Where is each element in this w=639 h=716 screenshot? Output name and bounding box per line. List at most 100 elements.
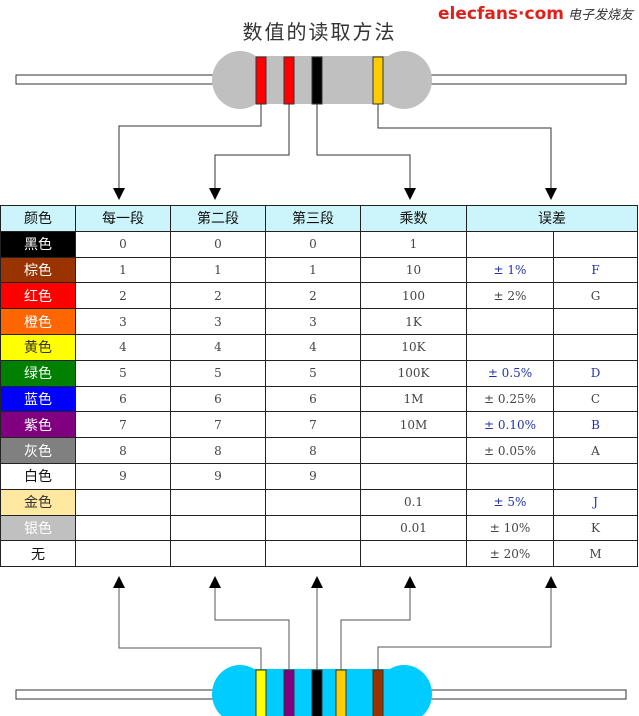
tolerance-cell: ± 2%: [466, 282, 554, 310]
digit3-cell: 3: [265, 308, 361, 335]
digit1-cell: 1: [75, 256, 171, 284]
multiplier-cell: 1M: [360, 385, 467, 413]
tolerance-code-cell: [553, 230, 638, 258]
tolerance-cell: [466, 230, 554, 258]
color-band: [283, 669, 295, 716]
digit3-cell: 8: [265, 437, 361, 464]
arrow-down-icon: [545, 188, 557, 200]
digit2-cell: 9: [170, 462, 266, 490]
color-band: [283, 56, 295, 105]
multiplier-cell: [360, 540, 467, 568]
digit3-cell: [265, 488, 361, 516]
digit2-cell: 3: [170, 308, 266, 335]
digit2-cell: 5: [170, 359, 266, 387]
color-cell: 棕色: [0, 256, 76, 284]
digit2-cell: [170, 488, 266, 516]
color-cell: 橙色: [0, 308, 76, 335]
tolerance-code-cell: M: [553, 540, 638, 568]
digit3-cell: 1: [265, 256, 361, 284]
top-arrows: [113, 188, 557, 200]
color-band: [255, 56, 267, 105]
tolerance-code-cell: B: [553, 411, 638, 439]
header-digit3: 第三段: [265, 205, 361, 232]
digit1-cell: 5: [75, 359, 171, 387]
tolerance-code-cell: K: [553, 514, 638, 542]
bottom-body-cap-right: [376, 665, 432, 716]
digit1-cell: 6: [75, 385, 171, 413]
multiplier-cell: 100: [360, 282, 467, 310]
color-cell: 蓝色: [0, 385, 76, 413]
multiplier-cell: 0.01: [360, 514, 467, 542]
tolerance-cell: [466, 333, 554, 361]
bottom-body-cap-left: [212, 665, 268, 716]
tolerance-cell: [466, 462, 554, 490]
digit3-cell: 5: [265, 359, 361, 387]
top-body-cap-right: [376, 51, 432, 109]
tolerance-code-cell: A: [553, 437, 638, 464]
top-resistor: [15, 51, 627, 109]
diagram-title: 数值的读取方法: [242, 20, 397, 44]
arrow-up-icon: [113, 576, 125, 588]
watermark-brand: elecfans·com: [438, 4, 564, 24]
tolerance-cell: ± 1%: [466, 256, 554, 284]
digit2-cell: [170, 540, 266, 568]
watermark-cn: 电子发烧友: [567, 8, 633, 23]
color-cell: 黄色: [0, 333, 76, 361]
header-tolerance: 误差: [466, 205, 638, 232]
digit2-cell: 8: [170, 437, 266, 464]
digit1-cell: 0: [75, 230, 171, 258]
digit2-cell: 2: [170, 282, 266, 310]
color-band: [255, 669, 267, 716]
digit2-cell: [170, 514, 266, 542]
arrow-down-icon: [209, 188, 221, 200]
digit1-cell: 3: [75, 308, 171, 335]
tolerance-cell: ± 0.25%: [466, 385, 554, 413]
digit2-cell: 7: [170, 411, 266, 439]
digit3-cell: [265, 540, 361, 568]
tolerance-cell: ± 20%: [466, 540, 554, 568]
tolerance-code-cell: [553, 308, 638, 335]
digit3-cell: 9: [265, 462, 361, 490]
color-cell: 银色: [0, 514, 76, 542]
digit1-cell: [75, 514, 171, 542]
color-band: [335, 669, 347, 716]
top-body-cap-left: [212, 51, 268, 109]
digit2-cell: 1: [170, 256, 266, 284]
header-digit2: 第二段: [170, 205, 266, 232]
bottom-arrows: [113, 576, 557, 588]
tolerance-cell: [466, 308, 554, 335]
color-cell: 金色: [0, 488, 76, 516]
digit3-cell: 4: [265, 333, 361, 361]
tolerance-cell: ± 0.10%: [466, 411, 554, 439]
arrow-up-icon: [545, 576, 557, 588]
digit1-cell: 7: [75, 411, 171, 439]
digit1-cell: 4: [75, 333, 171, 361]
color-band: [311, 669, 323, 716]
tolerance-code-cell: J: [553, 488, 638, 516]
tolerance-code-cell: G: [553, 282, 638, 310]
color-cell: 红色: [0, 282, 76, 310]
color-cell: 紫色: [0, 411, 76, 439]
color-cell: 绿色: [0, 359, 76, 387]
multiplier-cell: 0.1: [360, 488, 467, 516]
digit3-cell: 0: [265, 230, 361, 258]
multiplier-cell: 10M: [360, 411, 467, 439]
multiplier-cell: [360, 462, 467, 490]
multiplier-cell: 1K: [360, 308, 467, 335]
tolerance-cell: ± 10%: [466, 514, 554, 542]
digit2-cell: 4: [170, 333, 266, 361]
color-cell: 黑色: [0, 230, 76, 258]
multiplier-cell: 100K: [360, 359, 467, 387]
header-row: 颜色 每一段 第二段 第三段 乘数 误差: [0, 205, 638, 232]
arrow-up-icon: [404, 576, 416, 588]
table-row: 银色 0.01± 10%K: [0, 514, 638, 542]
